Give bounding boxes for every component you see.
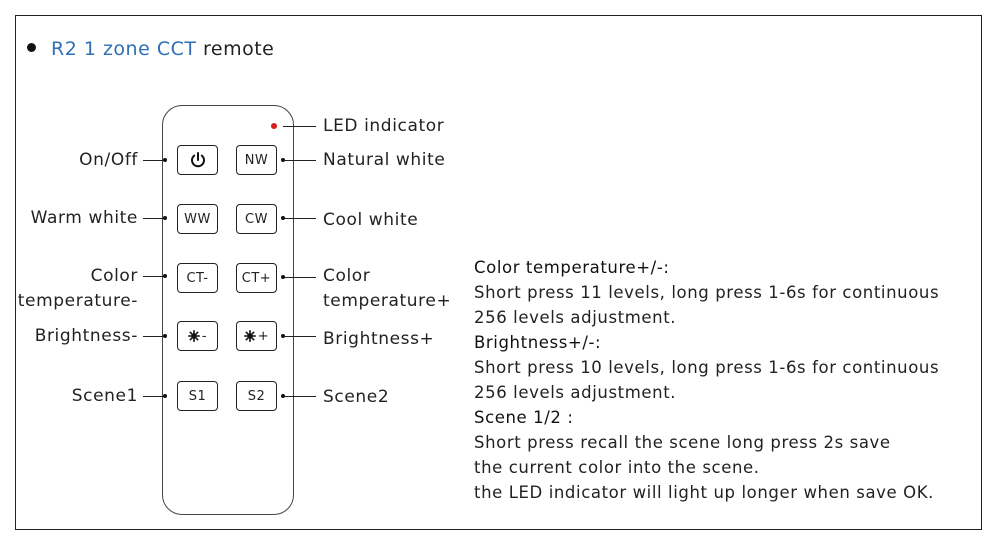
leader-dot [163, 334, 167, 338]
sun-icon [243, 330, 256, 342]
leader-dot [281, 275, 285, 279]
label-natural-white: Natural white [323, 150, 446, 170]
leader-line [143, 218, 165, 219]
nw-button[interactable]: NW [236, 145, 277, 175]
leader-line [283, 218, 316, 219]
ct-plus-button[interactable]: CT+ [236, 263, 277, 293]
leader-dot [163, 158, 167, 162]
leader-dot [281, 394, 285, 398]
desc-ct-title: Color temperature+/-: [474, 258, 670, 277]
desc-scene-line3: the LED indicator will light up longer w… [474, 483, 934, 502]
leader-dot [163, 274, 167, 278]
desc-br-line1: Short press 10 levels, long press 1-6s f… [474, 358, 940, 377]
label-color-temp-minus-2: temperature- [17, 291, 138, 311]
desc-scene-title: Scene 1/2 : [474, 408, 574, 427]
brightness-minus-sign: - [201, 328, 208, 344]
leader-line [283, 336, 316, 337]
label-cool-white: Cool white [323, 210, 419, 230]
leader-dot [281, 334, 285, 338]
leader-line [143, 336, 165, 337]
label-scene1: Scene1 [71, 386, 138, 406]
leader-line [283, 277, 316, 278]
led-indicator [271, 123, 277, 129]
label-on-off: On/Off [79, 150, 138, 170]
desc-ct-line1: Short press 11 levels, long press 1-6s f… [474, 283, 940, 302]
bullet-icon [27, 43, 36, 52]
scene1-button[interactable]: S1 [177, 381, 218, 411]
label-led-indicator: LED indicator [323, 116, 445, 136]
page-title: R2 1 zone CCT remote [27, 38, 274, 60]
ct-minus-button[interactable]: CT- [177, 263, 218, 293]
leader-line [283, 160, 316, 161]
label-color-temp-plus-2: temperature+ [323, 291, 452, 311]
power-button[interactable] [177, 145, 218, 175]
brightness-plus-sign: + [257, 328, 270, 344]
leader-line [143, 160, 165, 161]
desc-scene-line1: Short press recall the scene long press … [474, 433, 891, 452]
label-scene2: Scene2 [323, 387, 390, 407]
scene2-button[interactable]: S2 [236, 381, 277, 411]
brightness-minus-button[interactable]: - [177, 321, 218, 351]
label-warm-white: Warm white [30, 208, 138, 228]
leader-line [283, 126, 316, 127]
leader-line [143, 276, 165, 277]
label-color-temp-plus-1: Color [323, 266, 371, 286]
brightness-plus-button[interactable]: + [236, 321, 277, 351]
label-color-temp-minus-1: Color [90, 266, 138, 286]
title-rest: remote [203, 38, 275, 60]
ww-button[interactable]: WW [177, 204, 218, 234]
diagram-frame [15, 15, 982, 530]
leader-line [283, 396, 316, 397]
leader-line [143, 396, 165, 397]
leader-dot [281, 216, 285, 220]
label-brightness-plus: Brightness+ [323, 329, 435, 349]
remote-body [162, 105, 294, 515]
leader-dot [281, 158, 285, 162]
sun-icon [187, 330, 200, 342]
desc-scene-line2: the current color into the scene. [474, 458, 760, 477]
desc-br-title: Brightness+/-: [474, 333, 602, 352]
leader-dot [163, 394, 167, 398]
cw-button[interactable]: CW [236, 204, 277, 234]
title-model: R2 1 zone CCT [51, 38, 197, 60]
desc-br-line2: 256 levels adjustment. [474, 383, 677, 402]
label-brightness-minus: Brightness- [34, 326, 138, 346]
leader-dot [163, 216, 167, 220]
power-icon [190, 152, 205, 168]
desc-ct-line2: 256 levels adjustment. [474, 308, 677, 327]
